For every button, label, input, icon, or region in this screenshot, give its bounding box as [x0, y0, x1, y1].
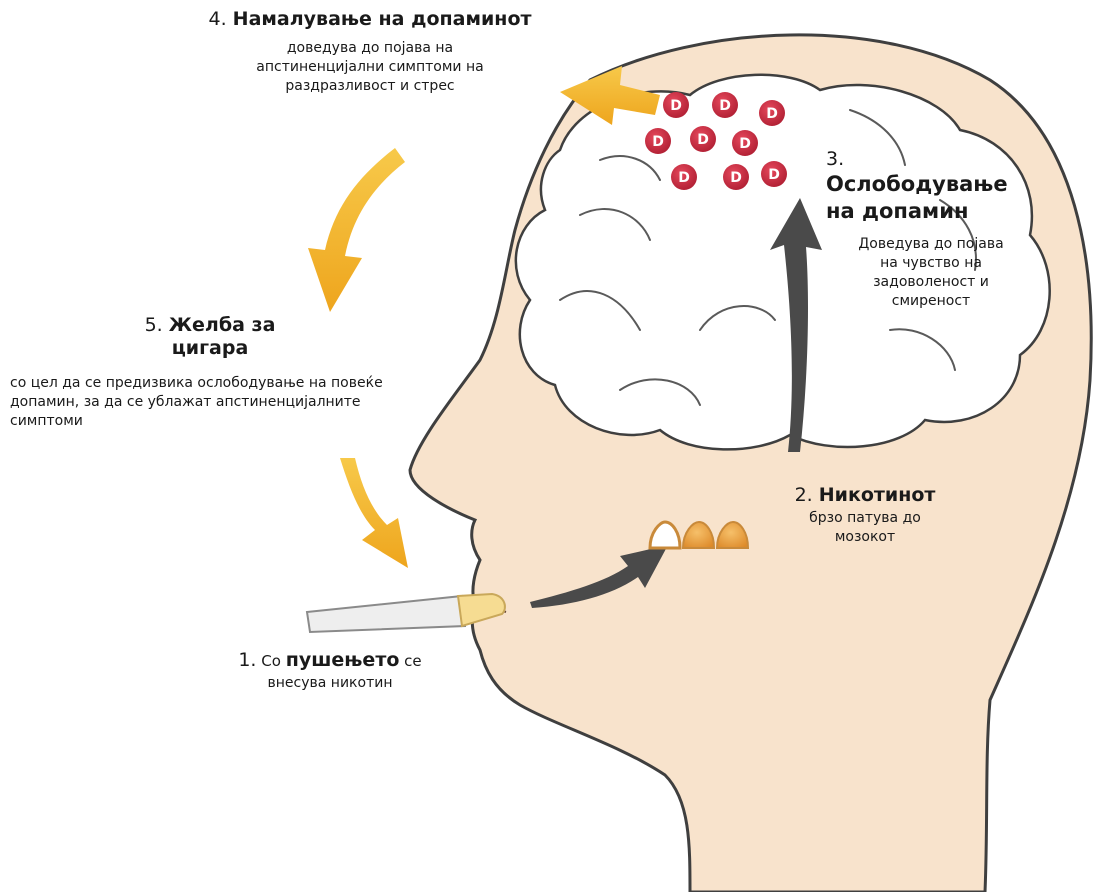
step-2-description: брзо патува до мозокот	[800, 509, 930, 547]
step-3-description: Доведува до појава на чувство на задовол…	[851, 235, 1011, 311]
gold-arrow-bottom	[340, 458, 408, 568]
nicotine-particles	[650, 522, 748, 548]
dopamine-molecule: D	[761, 161, 787, 187]
step-1-label: 1. Со пушењето се внесува никотин	[215, 648, 445, 693]
dopamine-molecule: D	[663, 92, 689, 118]
dopamine-molecule: D	[759, 100, 785, 126]
dopamine-letter: D	[768, 167, 780, 183]
dopamine-letter: D	[719, 98, 731, 114]
dopamine-letter: D	[652, 134, 664, 150]
step-5-number: 5.	[145, 314, 163, 336]
dopamine-molecule: D	[732, 130, 758, 156]
step-1-suffix: се	[404, 652, 421, 670]
step-2-title: Никотинот	[819, 484, 936, 506]
step-4-label: 4. Намалување на допаминот доведува до п…	[205, 8, 535, 96]
gold-arrow-middle	[308, 148, 405, 312]
step-4-description: доведува до појава на апстиненцијални си…	[240, 39, 500, 96]
dopamine-letter: D	[730, 170, 742, 186]
step-1-description: внесува никотин	[215, 674, 445, 693]
dopamine-letter: D	[678, 170, 690, 186]
step-4-heading: 4. Намалување на допаминот	[205, 8, 535, 31]
dopamine-letter: D	[766, 106, 778, 122]
step-5-title: Желба за цигара	[169, 314, 276, 359]
dopamine-molecule: D	[690, 126, 716, 152]
step-2-label: 2. Никотинот брзо патува до мозокот	[770, 484, 960, 547]
cigarette-body	[307, 596, 465, 632]
step-4-title: Намалување на допаминот	[233, 8, 532, 30]
dopamine-letter: D	[739, 136, 751, 152]
dopamine-molecule: D	[671, 164, 697, 190]
step-5-heading: 5. Желба за цигара	[120, 314, 300, 360]
dopamine-molecule: D	[645, 128, 671, 154]
step-3-label: 3. Ослободување на допамин Доведува до п…	[826, 148, 1016, 311]
step-1-title: пушењето	[286, 649, 400, 671]
step-2-number: 2.	[795, 484, 813, 506]
step-4-number: 4.	[208, 8, 226, 30]
dopamine-molecule: D	[723, 164, 749, 190]
dopamine-molecule: D	[712, 92, 738, 118]
step-1-prefix: Со	[261, 652, 281, 670]
step-1-number: 1.	[238, 649, 256, 671]
step-3-number: 3.	[826, 148, 1016, 171]
step-5-description: со цел да се предизвика ослободување на …	[10, 374, 400, 431]
step-3-title: Ослободување на допамин	[826, 172, 1008, 223]
dopamine-letter: D	[670, 98, 682, 114]
dopamine-letter: D	[697, 132, 709, 148]
step-1-heading: 1. Со пушењето се	[215, 648, 445, 673]
step-5-label: 5. Желба за цигара со цел да се предизви…	[0, 314, 420, 431]
step-2-heading: 2. Никотинот	[770, 484, 960, 507]
